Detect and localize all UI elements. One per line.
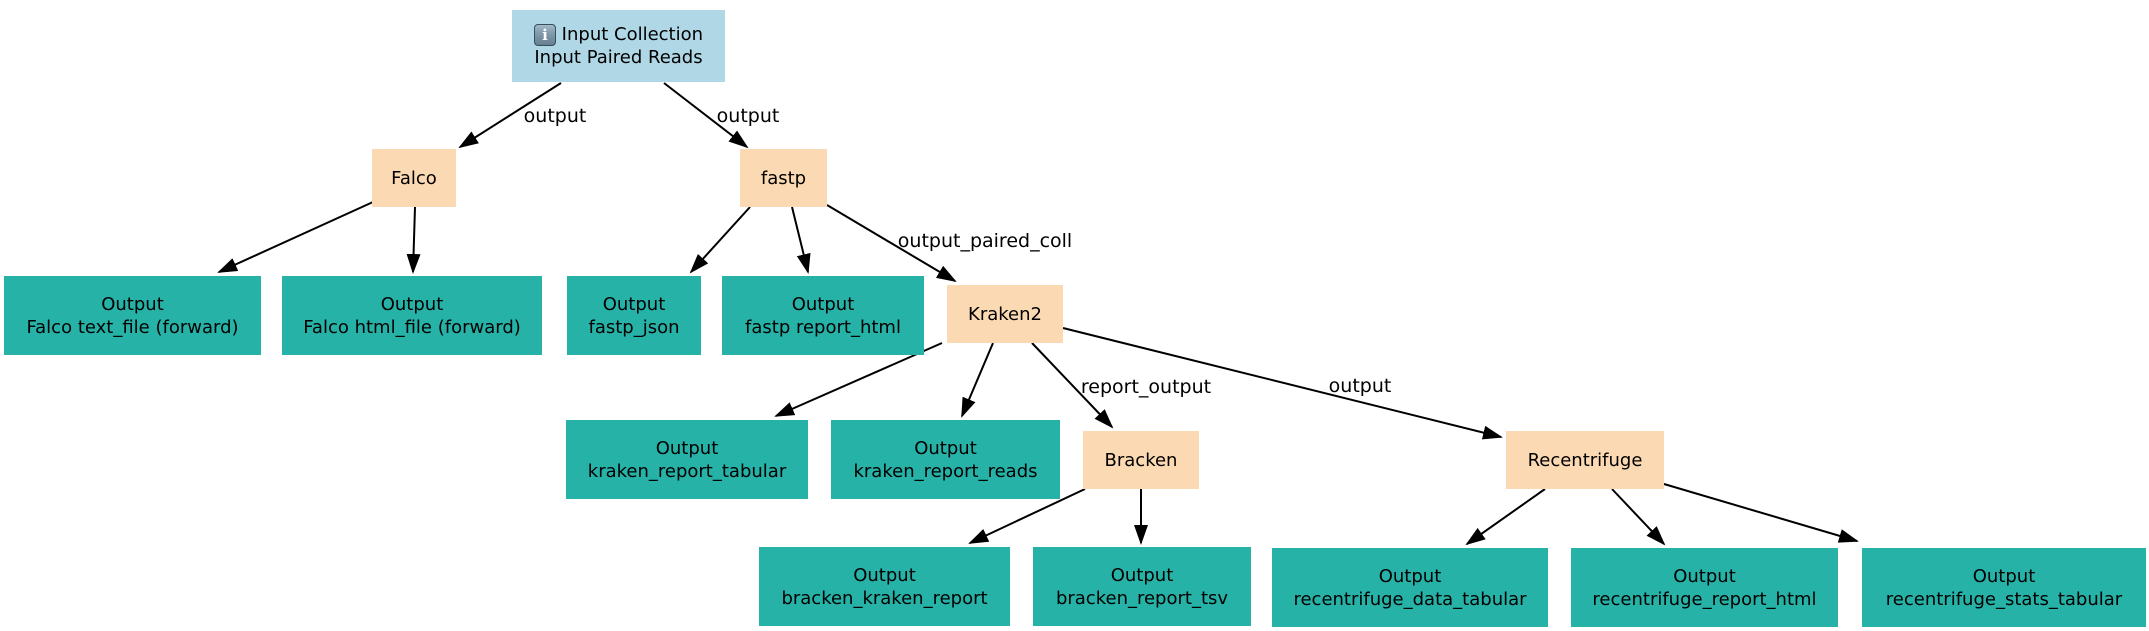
edge-fastp-to-report-html: [791, 206, 811, 274]
edge-bracken-to-kraken-report: [968, 488, 1086, 544]
edge-label: output_paired_coll: [898, 230, 1072, 252]
node-title-row: i Input Collection: [533, 23, 704, 47]
node-output-bracken-kraken-report: Output bracken_kraken_report: [759, 547, 1010, 626]
node-output-kraken-report-tabular: Output kraken_report_tabular: [566, 420, 808, 499]
node-output-recentrifuge-data-tabular: Output recentrifuge_data_tabular: [1272, 548, 1548, 627]
node-output-kraken-report-reads: Output kraken_report_reads: [831, 420, 1060, 499]
node-sublabel: Input Paired Reads: [534, 47, 703, 69]
node-label: Input Collection: [561, 23, 704, 45]
node-sublabel: kraken_report_reads: [853, 460, 1038, 482]
node-sublabel: recentrifuge_stats_tabular: [1885, 588, 2123, 610]
edge-kraken2-to-report-tabular: [774, 342, 943, 417]
node-fastp: fastp: [740, 149, 827, 207]
node-sublabel: Falco text_file (forward): [26, 316, 239, 338]
node-label: fastp: [760, 167, 807, 189]
node-label: Output: [1110, 564, 1174, 586]
edge-label: output: [717, 105, 780, 127]
edge-recentrifuge-to-report-html: [1611, 488, 1666, 546]
edge-fastp-to-json: [689, 206, 751, 274]
node-input-paired-reads: i Input Collection Input Paired Reads: [512, 10, 725, 82]
node-sublabel: fastp report_html: [745, 316, 901, 338]
node-output-falco-text-file: Output Falco text_file (forward): [4, 276, 261, 355]
node-label: Output: [1378, 565, 1442, 587]
node-label: Output: [1673, 565, 1736, 587]
node-sublabel: fastp_json: [588, 316, 680, 338]
node-output-fastp-report-html: Output fastp report_html: [722, 276, 924, 355]
node-sublabel: kraken_report_tabular: [587, 460, 787, 482]
node-sublabel: bracken_report_tsv: [1055, 587, 1229, 609]
node-label: Output: [655, 437, 719, 459]
node-sublabel: Falco html_file (forward): [303, 316, 521, 338]
edge-recentrifuge-to-stats-tabular: [1663, 483, 1859, 543]
node-output-bracken-report-tsv: Output bracken_report_tsv: [1033, 547, 1251, 626]
node-label: Kraken2: [968, 303, 1042, 325]
node-output-recentrifuge-report-html: Output recentrifuge_report_html: [1571, 548, 1838, 627]
node-label: Falco: [391, 167, 437, 189]
edge-kraken2-to-report-reads: [961, 342, 994, 418]
node-label: Output: [602, 293, 666, 315]
edge-kraken2-to-recentrifuge: [1062, 327, 1503, 440]
edge-falco-to-html-file: [406, 206, 421, 274]
node-label: Output: [853, 564, 916, 586]
edge-falco-to-text-file: [217, 201, 374, 273]
edge-label: report_output: [1081, 376, 1211, 398]
edge-label: output: [1329, 375, 1392, 397]
node-recentrifuge: Recentrifuge: [1506, 431, 1664, 489]
node-label: Output: [791, 293, 855, 315]
node-label: Output: [380, 293, 444, 315]
node-label: Output: [101, 293, 164, 315]
edge-fastp-to-kraken2: [826, 204, 957, 283]
edge-input-to-fastp: [663, 82, 749, 149]
node-label: Output: [1972, 565, 2036, 587]
node-falco: Falco: [372, 149, 456, 207]
node-kraken2: Kraken2: [947, 285, 1063, 343]
edge-label: output: [524, 105, 587, 127]
node-output-fastp-json: Output fastp_json: [567, 276, 701, 355]
node-output-falco-html-file: Output Falco html_file (forward): [282, 276, 542, 355]
edge-recentrifuge-to-data-tabular: [1465, 488, 1546, 546]
edge-input-to-falco: [458, 82, 562, 149]
node-bracken: Bracken: [1083, 431, 1199, 489]
node-output-recentrifuge-stats-tabular: Output recentrifuge_stats_tabular: [1862, 548, 2146, 627]
node-sublabel: recentrifuge_report_html: [1592, 588, 1817, 610]
info-icon: i: [533, 24, 556, 47]
node-label: Recentrifuge: [1527, 449, 1643, 471]
node-sublabel: recentrifuge_data_tabular: [1293, 588, 1527, 610]
node-label: Bracken: [1104, 449, 1178, 471]
node-sublabel: bracken_kraken_report: [781, 587, 988, 609]
edge-kraken2-to-bracken: [1031, 342, 1114, 429]
node-label: Output: [914, 437, 977, 459]
